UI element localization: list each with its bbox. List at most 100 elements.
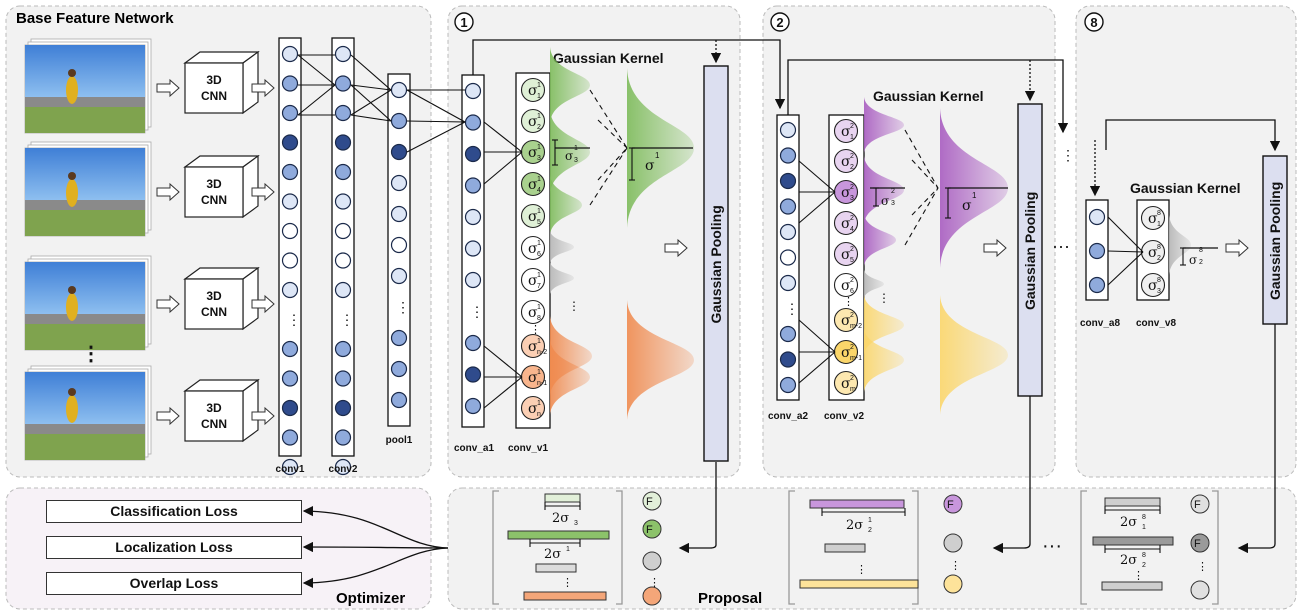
sigma-subscript: 1 <box>850 134 854 141</box>
sigma-symbol: σ <box>1148 211 1158 227</box>
sigma-node <box>520 108 546 134</box>
cube-side <box>242 266 259 331</box>
node <box>390 329 408 347</box>
optimizer-title: Optimizer <box>336 590 405 607</box>
proposal-sigma-sup: 1 <box>868 517 872 524</box>
node <box>281 399 299 417</box>
loss-connectors <box>302 505 449 589</box>
connector <box>350 84 392 91</box>
node <box>390 81 408 99</box>
node <box>1088 242 1106 260</box>
sigma-measure-sub: 2 <box>1199 259 1203 266</box>
cnn-cube: 3D CNN <box>156 50 275 115</box>
proposal-f: F <box>646 524 653 536</box>
sigma-superscript: 2 <box>850 184 854 191</box>
node <box>281 458 299 476</box>
sigma-symbol: σ <box>528 209 538 225</box>
sigma-subscript: 6 <box>537 251 541 258</box>
sigma-superscript: 1 <box>537 144 541 151</box>
layer-label-conv1: conv1 <box>276 464 305 475</box>
sigma-symbol: σ <box>528 339 538 355</box>
node <box>390 360 408 378</box>
bracket-left <box>492 490 499 605</box>
proposal-ellipsis: ⋮ <box>562 577 573 589</box>
curves-ellipsis: ⋮ <box>568 299 580 313</box>
connector <box>406 120 466 123</box>
sigma-node <box>520 171 546 197</box>
column-ellipsis: ⋮ <box>843 296 854 308</box>
connector <box>406 121 466 153</box>
conv-a-label: conv_a1 <box>454 443 494 454</box>
connector <box>483 345 523 378</box>
node <box>334 458 352 476</box>
node <box>281 222 299 240</box>
gaussian-curve-yellow <box>864 328 904 392</box>
sigma-subscript: 5 <box>850 257 854 264</box>
block-arrow <box>251 182 275 202</box>
sigma-node <box>520 333 546 359</box>
proposal-segment <box>799 579 919 589</box>
sigma-subscript: 2 <box>850 164 854 171</box>
node <box>779 172 797 190</box>
sigma-superscript: 1 <box>537 272 541 279</box>
node <box>281 281 299 299</box>
connector <box>589 147 628 206</box>
sigma-node <box>1140 272 1166 298</box>
connector <box>297 84 336 116</box>
node <box>334 45 352 63</box>
node <box>334 75 352 92</box>
conv-a-label: conv_a2 <box>768 411 808 422</box>
sigma-symbol: σ <box>841 124 851 140</box>
sigma-node <box>833 148 859 174</box>
sigma-measure-sub: 3 <box>574 157 578 164</box>
sigma-measure: σ <box>1189 253 1197 267</box>
athlete <box>66 293 78 321</box>
sigma-superscript: 2 <box>850 246 854 253</box>
node <box>779 198 797 215</box>
node <box>281 75 299 92</box>
cnn-label-bottom: CNN <box>201 305 227 319</box>
node <box>390 236 408 254</box>
frames-ellipsis: ⋮ <box>81 343 101 365</box>
sigma-measure: σ <box>565 149 573 163</box>
node <box>464 208 482 226</box>
sigma-node <box>833 272 859 298</box>
conv2-column <box>331 37 355 457</box>
node <box>334 104 352 122</box>
proposal-sigma-sub: 2 <box>868 527 872 534</box>
stage-number-badge <box>1084 12 1104 32</box>
connector <box>1107 250 1144 253</box>
sigma-superscript: 1 <box>537 113 541 120</box>
sigma-node <box>833 307 859 333</box>
connector <box>798 160 836 193</box>
node <box>779 249 797 266</box>
sigma-node <box>520 203 546 229</box>
sigma-superscript: 8 <box>1157 210 1161 217</box>
proposal-feature-circle <box>642 519 662 539</box>
cnn-label-bottom: CNN <box>201 89 227 103</box>
node <box>334 340 352 358</box>
node <box>464 397 482 415</box>
cnn-label-top: 3D <box>206 73 222 87</box>
connector <box>483 121 523 153</box>
sigma-subscript: 3 <box>850 195 854 202</box>
proposal-sigma: 2σ <box>544 547 561 562</box>
proposal-feature-circle <box>642 586 662 606</box>
stage-ellipsis: ··· <box>1052 236 1070 256</box>
gaussian-curve-green <box>550 175 582 235</box>
proposal-segment <box>523 591 607 601</box>
sigma-symbol: σ <box>841 154 851 170</box>
sigma-node <box>520 77 546 103</box>
node <box>464 114 482 131</box>
sigma-subscript: n <box>537 411 541 418</box>
proposal-segment <box>535 563 577 573</box>
sigma-superscript: 8 <box>1157 244 1161 251</box>
sigma-superscript: 2 <box>850 344 854 351</box>
sigma-symbol: σ <box>528 401 538 417</box>
sigma-symbol: σ <box>841 376 851 392</box>
node <box>334 163 352 181</box>
sigma-node <box>520 395 546 421</box>
